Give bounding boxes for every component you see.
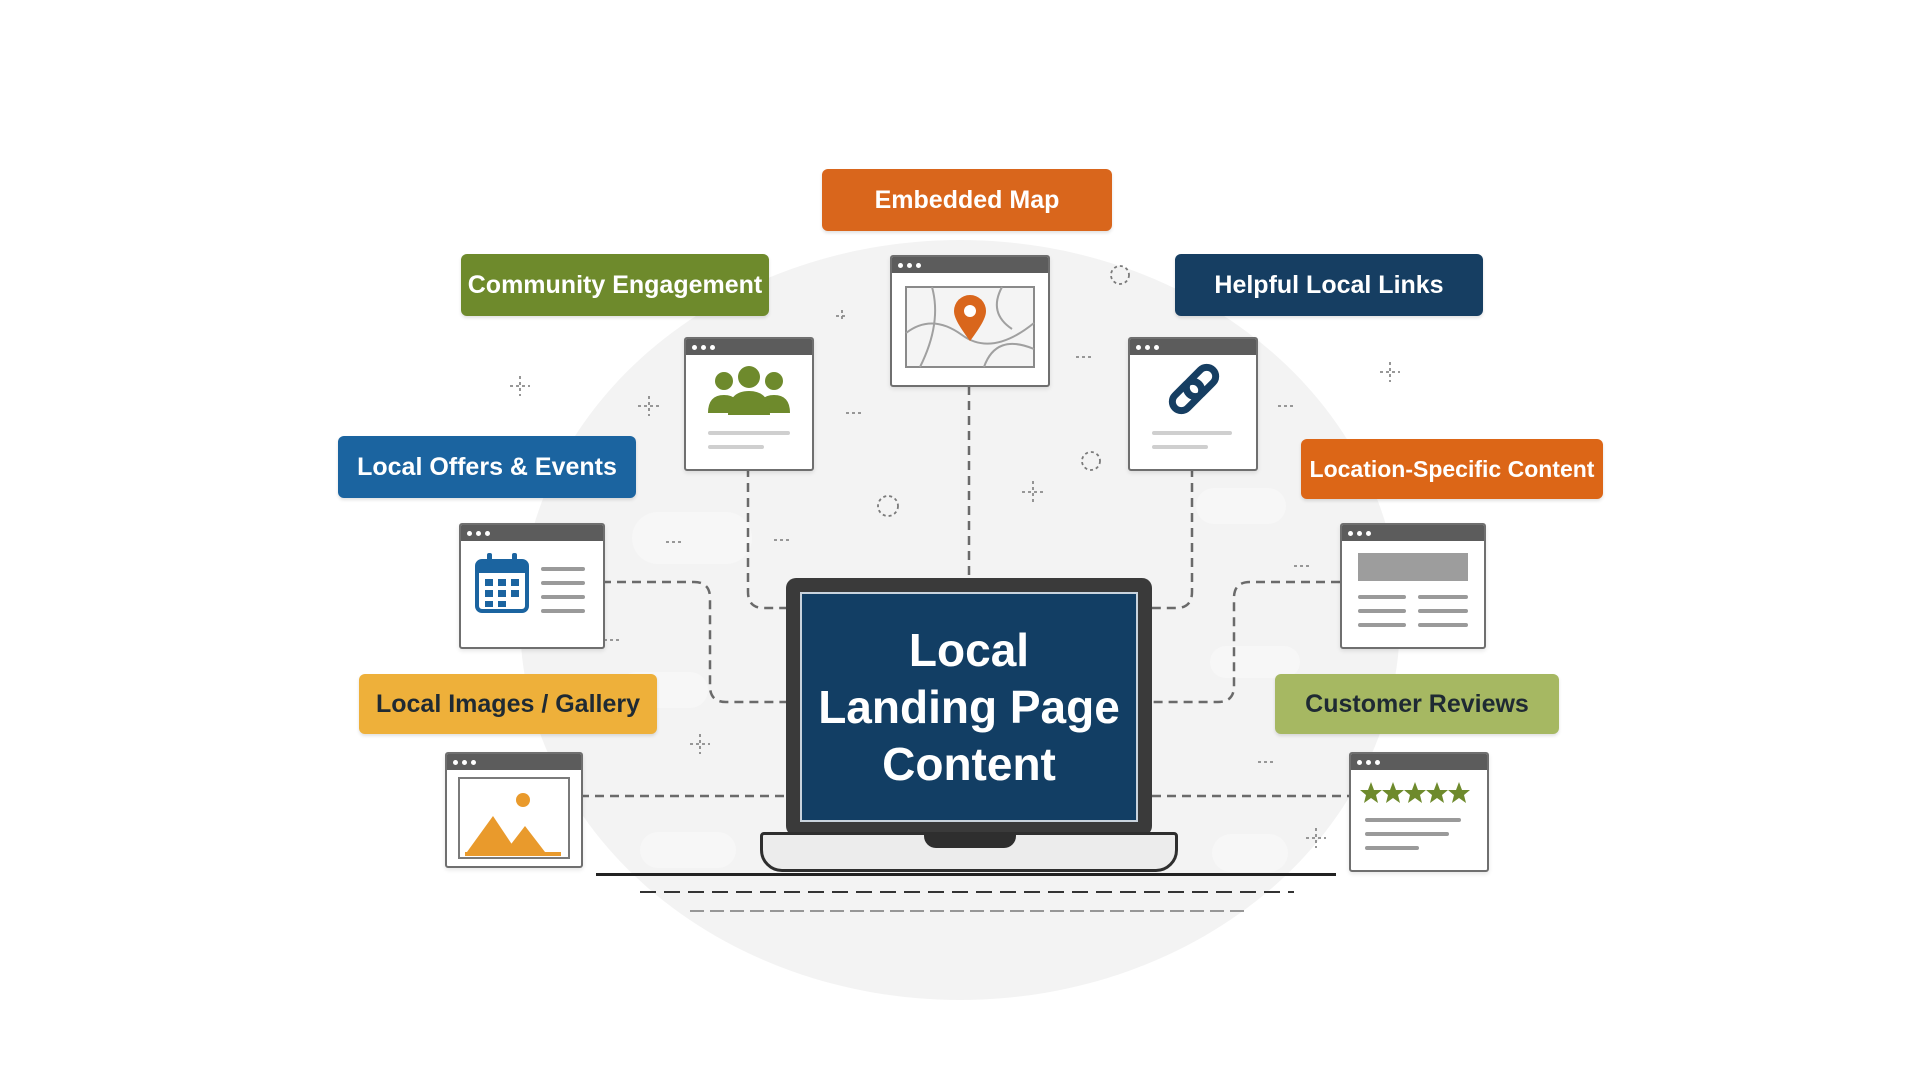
label-local-images-gallery: Local Images / Gallery [359,674,657,734]
helpful-local-links-window [1128,337,1258,471]
laptop-display: Local Landing Page Content [800,592,1138,822]
connector-helpful-links [1152,468,1194,610]
background-cloud [1196,488,1286,524]
people-group-icon [708,366,790,449]
star-rating-icon [1360,782,1470,850]
calendar-icon [475,553,585,613]
connector-community-engagement [746,468,786,610]
local-offers-events-window [459,523,605,649]
local-images-gallery-window [445,752,583,868]
laptop-screen: Local Landing Page Content [786,578,1152,836]
chain-link-icon [1152,363,1232,449]
customer-reviews-window [1349,752,1489,872]
background-cloud [1210,646,1300,678]
label-embedded-map: Embedded Map [822,169,1112,231]
label-customer-reviews: Customer Reviews [1275,674,1559,734]
center-title-line-3: Content [882,737,1056,790]
embedded-map-window [890,255,1050,387]
map-pin-icon [905,286,1035,368]
background-cloud [1212,834,1288,872]
center-title-line-1: Local [908,623,1030,676]
center-title-line-2: Landing Page [818,680,1120,733]
community-engagement-window [684,337,814,471]
laptop-hinge-notch [924,832,1016,848]
background-cloud [632,512,752,564]
label-location-specific-content: Location-Specific Content [1301,439,1603,499]
location-specific-content-window [1340,523,1486,649]
label-community-engagement: Community Engagement [461,254,769,316]
content-layout-icon [1358,553,1468,627]
background-cloud [640,832,736,868]
label-local-offers-events: Local Offers & Events [338,436,636,498]
connector-location-content [1152,580,1340,704]
image-icon [458,777,570,859]
connector-local-offers [602,580,786,704]
label-helpful-local-links: Helpful Local Links [1175,254,1483,316]
floor-line [596,873,1336,876]
